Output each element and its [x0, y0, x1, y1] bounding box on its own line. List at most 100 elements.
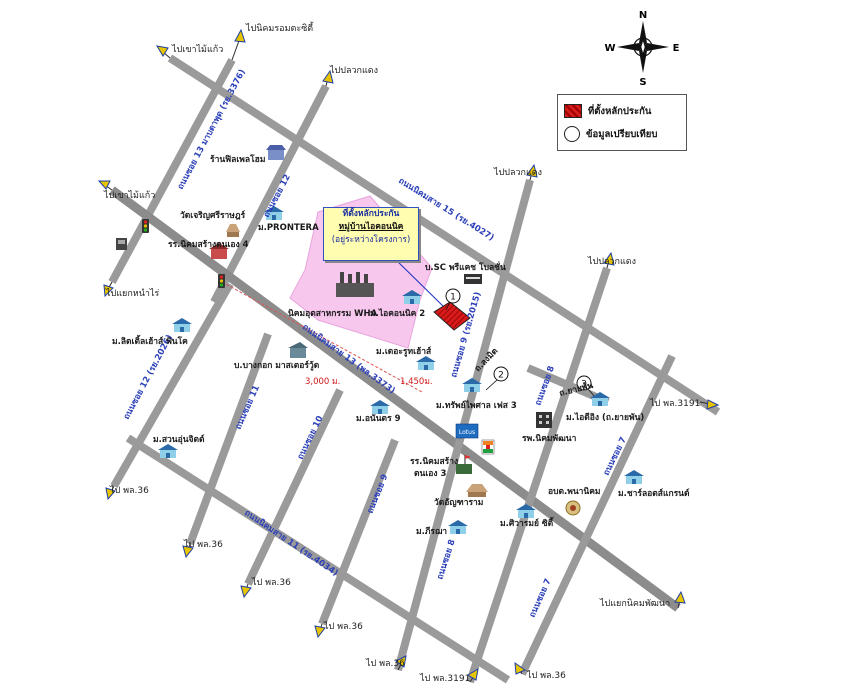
distance-3000: 3,000 ม.: [305, 377, 340, 387]
subject-property[interactable]: [433, 301, 471, 331]
dest-pl36-2: ไป พล.36: [183, 539, 223, 550]
gas-station-icon: [116, 238, 127, 250]
dest-yaeknongrai: ไปแยกหนำไร่: [105, 288, 159, 299]
place-wha: นิคมอุตสาหกรรม WHA: [288, 308, 378, 319]
comparable-marker-2[interactable]: 2: [493, 366, 509, 382]
destination-arrows: [97, 28, 720, 683]
destination-labels: ไปนิคมรอมตะซิตี้ ไปเขาไม้แก้ว ไปปลวกแดง …: [103, 21, 700, 684]
dest-khaomaikaeo-1: ไปเขาไม้แก้ว: [171, 44, 223, 55]
dest-pl36-3: ไป พล.36: [251, 577, 291, 588]
arrow-yaeknongrai: [103, 281, 114, 298]
house-icons: [158, 206, 644, 534]
arrow-khaomaikaeo-w: [97, 180, 113, 191]
arrow-pl3191-east: [699, 399, 720, 410]
arrow-pl3191-south: [467, 668, 479, 683]
arrow-khaomaikaeo-n: [156, 45, 171, 59]
flag-school-icon: [456, 455, 472, 474]
road-soi10: [244, 388, 344, 586]
temple2-icon: [466, 484, 488, 497]
place-theroot: ม.เดอะรูทเฮ้าส์: [376, 346, 432, 357]
dest-pl36-1: ไป พล.36: [109, 485, 149, 496]
compass-rose: N S W E: [604, 10, 679, 88]
compass-south: S: [639, 77, 646, 88]
warehouse-icon: [464, 274, 482, 284]
dest-pl36-6: ไป พล.36: [526, 670, 566, 681]
subject-swatch-icon: [564, 104, 582, 118]
dest-khaomaikaeo-2: ไปเขาไม้แก้ว: [103, 190, 155, 201]
dest-pluakdaeng-2: ไปปลวกแดง: [493, 167, 542, 178]
place-school4: รร.นิคมสร้างตนเอง 4: [168, 239, 249, 250]
place-subpaisal: ม.ทรัพย์ไพศาล เฟส 3: [436, 400, 517, 411]
road-soi7: [518, 354, 676, 676]
marker-1-label: 1: [450, 293, 456, 303]
arrow-pluakdaeng-3: [603, 251, 615, 269]
arrow-pl36-3: [240, 583, 252, 599]
seven-eleven-icon: [481, 439, 495, 455]
legend-subject-label: ที่ตั้งหลักประกัน: [588, 105, 652, 117]
place-siwarom: ม.ศิวารมย์ ซิตี้: [500, 516, 554, 529]
arrow-yaeknikom: [674, 590, 686, 609]
place-hospital: รพ.นิคมพัฒนา: [522, 433, 577, 444]
callout-line2: หมู่บ้านไอคอนนิค: [338, 222, 404, 232]
place-peerada: ม.ภีรฌา: [416, 526, 447, 537]
road-soi9: [318, 438, 399, 626]
arrow-pl36-4: [314, 623, 326, 639]
traffic-light-icon: [142, 219, 149, 233]
road-soi8: [466, 266, 611, 684]
road-soi12-2026: [110, 282, 234, 488]
marker-2-label: 2: [498, 371, 504, 381]
factory-icon: [336, 272, 374, 297]
place-suanoonjit: ม.สวนอุ่นจิตต์: [153, 434, 205, 445]
shop-icon: [266, 145, 286, 160]
place-school3-a: รร.นิคมสร้าง: [410, 456, 458, 467]
place-watcharoen: วัดเจริญศรีราษฎร์: [180, 210, 246, 221]
subject-callout: ที่ตั้งหลักประกัน หมู่บ้านไอคอนนิค (อยู่…: [323, 207, 419, 261]
government-seal-icon: [565, 500, 581, 516]
marker-3-label: 3: [581, 380, 587, 390]
arrow-pl36-2: [182, 543, 194, 559]
arrow-pl36-5: [395, 655, 407, 671]
temple-icon: [226, 224, 240, 237]
legend-subject-row: ที่ตั้งหลักประกัน: [564, 102, 651, 120]
distance-1450: 1,450ม.: [400, 377, 433, 387]
place-watanya: วัดอัญฑาราม: [434, 497, 483, 508]
road-nikom11: [125, 434, 511, 684]
arrow-pluakdaeng-2: [526, 163, 538, 181]
label-soi8-south: ถนนซอย 8: [435, 538, 457, 581]
dest-pl3191-east: ไป พล.3191: [649, 398, 700, 409]
place-obt: อบต.พนานิคม: [548, 486, 601, 497]
dest-pl36-4: ไป พล.36: [323, 621, 363, 632]
compass-east: E: [673, 43, 680, 54]
lotus-store-icon: Lotus: [455, 423, 479, 439]
dest-pluakdaeng-3: ไปปลวกแดง: [587, 256, 636, 267]
road-soi13: [108, 58, 236, 284]
compass-north: N: [639, 10, 647, 21]
compass-west: W: [604, 43, 615, 54]
label-soi9: ถนนซอย 9: [366, 473, 391, 515]
callout-line1: ที่ตั้งหลักประกัน: [342, 209, 400, 219]
callout-pointer: [391, 255, 446, 309]
place-charlotte: ม.ชาร์ลอตส์แกรนด์: [618, 488, 690, 499]
place-littlehouse: ม.ลิตเติ้ลเฮ้าส์ พินโค: [112, 334, 188, 347]
place-prontera: ม.PRONTERA: [258, 223, 319, 233]
school-icon: [209, 243, 229, 259]
dest-pl36-5: ไป พล.36: [365, 658, 405, 669]
legend-comparable-row: ข้อมูลเปรียบเทียบ: [564, 125, 657, 143]
distance-line: [221, 281, 423, 393]
arrow-pl36-1: [105, 485, 116, 501]
road-nikom15: [167, 54, 721, 416]
comparable-circle-icon: [564, 126, 580, 142]
place-filplehome: ร้านฟิลเพลโฮม: [210, 154, 265, 165]
place-iconnic2: ม.ไอคอนนิค 2: [370, 308, 425, 319]
legend: ที่ตั้งหลักประกัน ข้อมูลเปรียบเทียบ: [557, 94, 687, 151]
place-sc-precast: บ.SC พรีแคช โบลชั่น: [425, 260, 506, 273]
dest-pl3191-south: ไป พล.3191: [419, 673, 470, 684]
road-soi12-north: [210, 84, 330, 304]
place-idea: ม.ไอดีอิง (ถ.ยายพัน): [566, 412, 644, 423]
hospital-icon: [536, 412, 552, 428]
comparable-marker-1[interactable]: 1: [445, 288, 461, 304]
comparable-marker-3[interactable]: 3: [576, 375, 592, 391]
road-soi11: [186, 332, 272, 546]
